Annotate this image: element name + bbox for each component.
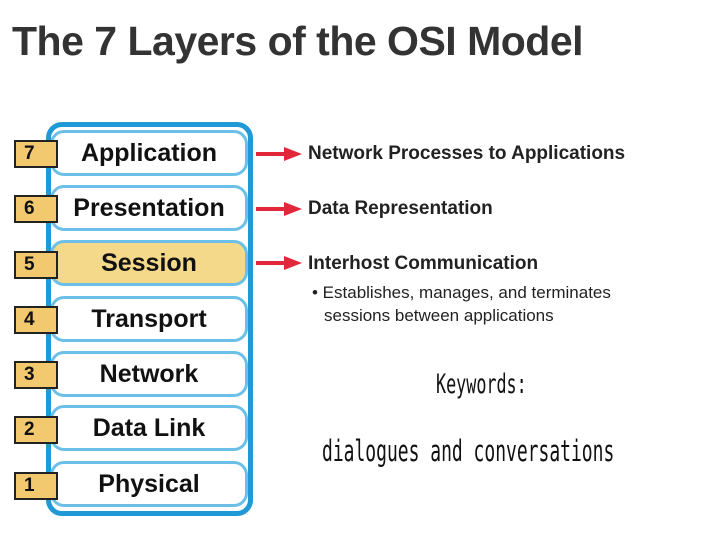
layer-presentation: Presentation [50, 185, 248, 231]
layer-number-7: 7 [14, 140, 58, 168]
page-title: The 7 Layers of the OSI Model [12, 18, 584, 64]
layer-network: Network [50, 351, 248, 397]
layer-transport: Transport [50, 296, 248, 342]
desc-session-bullet-1: • Establishes, manages, and terminates [312, 283, 611, 302]
layer-session: Session [50, 240, 248, 286]
layer-physical: Physical [50, 461, 248, 507]
keywords-text: dialogues and conversations [322, 434, 615, 468]
layer-number-6: 6 [14, 195, 58, 223]
desc-presentation: Data Representation [308, 198, 493, 219]
arrow-presentation-icon [256, 202, 302, 216]
desc-session: Interhost Communication [308, 253, 539, 274]
layer-data-link: Data Link [50, 405, 248, 451]
layer-application: Application [50, 130, 248, 176]
layer-number-2: 2 [14, 416, 58, 444]
keywords-heading: Keywords: [436, 369, 527, 400]
desc-application: Network Processes to Applications [308, 143, 626, 164]
layer-number-3: 3 [14, 361, 58, 389]
desc-session-bullet-2: sessions between applications [324, 306, 554, 325]
layer-number-5: 5 [14, 251, 58, 279]
arrow-session-icon [256, 256, 302, 270]
layer-number-4: 4 [14, 306, 58, 334]
layer-number-1: 1 [14, 472, 58, 500]
arrow-application-icon [256, 147, 302, 161]
